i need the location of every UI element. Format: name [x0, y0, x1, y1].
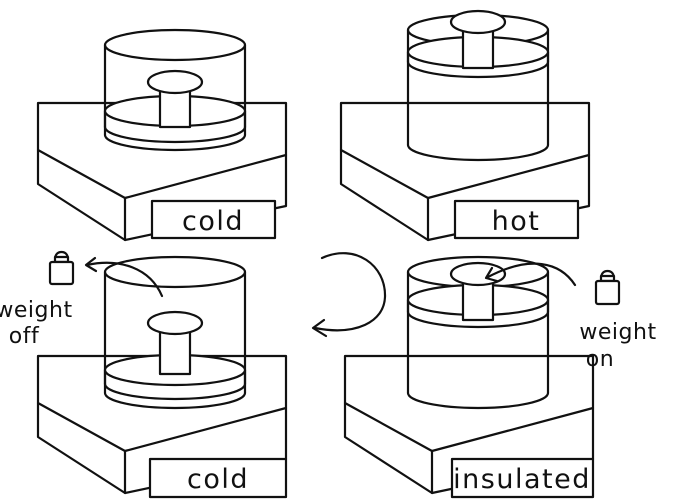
- panel-hot-top-right: hot: [339, 9, 591, 242]
- panel-label: hot: [492, 206, 541, 237]
- label-plate: [148, 457, 288, 499]
- piston: [406, 261, 550, 329]
- label-plate: [450, 457, 595, 499]
- weight-off-arrow: [85, 261, 164, 298]
- panel-label: insulated: [453, 464, 591, 495]
- weight-on-label-line2: on: [586, 347, 614, 372]
- weight-off-label-line2: off: [9, 324, 40, 349]
- weight-on-arrow: [486, 262, 577, 287]
- weight-removed-icon: [48, 250, 75, 286]
- piston: [406, 9, 550, 79]
- panel-insulated-bottom-right: insulated: [343, 255, 595, 499]
- panel-cold-bottom-left: cold: [36, 255, 288, 499]
- panel-label: cold: [182, 206, 244, 237]
- weight-added-icon: [594, 269, 621, 306]
- label-plate: [453, 199, 580, 240]
- weight-on-label-line1: weight: [579, 320, 656, 345]
- panel-label: cold: [187, 464, 249, 495]
- cycle-arrowhead: [311, 318, 328, 338]
- piston: [103, 310, 247, 401]
- weight-off-arrowhead: [84, 256, 98, 273]
- label-plate: [150, 199, 277, 240]
- piston: [103, 69, 247, 144]
- weight-off-label-line1: weight: [0, 298, 73, 323]
- panel-cold-top-left: cold: [36, 28, 288, 242]
- weight-on-arrowhead: [484, 266, 499, 283]
- cycle-arrow: [313, 252, 387, 332]
